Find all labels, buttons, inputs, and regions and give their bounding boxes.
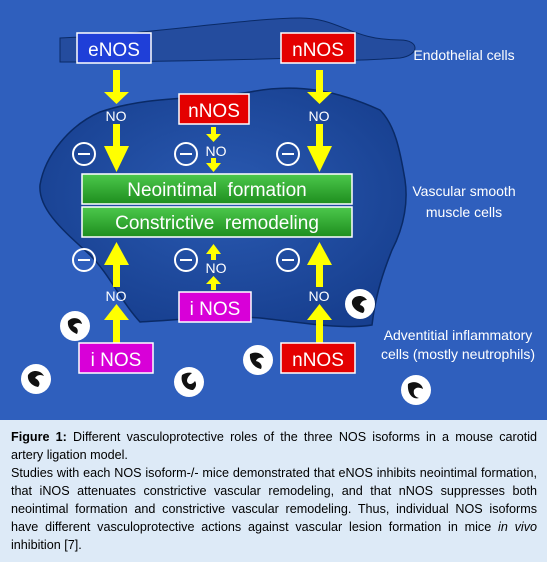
inhibit-icon <box>174 248 198 272</box>
caption-italic: in vivo <box>498 520 538 534</box>
adventitial-label-2: cells (mostly neutrophils) <box>381 346 535 362</box>
endothelial-label: Endothelial cells <box>413 47 514 63</box>
constrictive-label: Constrictive remodeling <box>115 213 319 234</box>
inos-bottom-left-box: i NOS <box>78 342 154 374</box>
constrictive-bar: Constrictive remodeling <box>81 206 353 238</box>
inos-center-label: i NOS <box>190 299 241 320</box>
figure-caption: Figure 1: Different vasculoprotective ro… <box>11 428 537 554</box>
inhibit-icon <box>276 248 300 272</box>
nnos-center-label: nNOS <box>188 101 240 122</box>
nnos-top-label: nNOS <box>292 40 344 61</box>
enos-top-box: eNOS <box>76 32 152 64</box>
enos-top-label: eNOS <box>88 40 140 61</box>
no-label: NO <box>206 260 227 276</box>
no-label: NO <box>106 288 127 304</box>
no-label: NO <box>206 143 227 159</box>
smooth-muscle-label-2: muscle cells <box>426 204 502 220</box>
neutrophil-icon <box>174 367 204 397</box>
inhibit-icon <box>174 142 198 166</box>
caption-title: Different vasculoprotective roles of the… <box>11 430 537 462</box>
smooth-muscle-label-1: Vascular smooth <box>412 183 515 199</box>
no-labels: NO NO NO NO NO NO <box>106 108 330 304</box>
caption-label: Figure 1: <box>11 430 67 444</box>
inos-center-box: i NOS <box>178 291 252 323</box>
inos-bottom-left-label: i NOS <box>91 350 142 371</box>
nnos-center-box: nNOS <box>178 93 250 125</box>
nnos-bottom-right-box: nNOS <box>280 342 356 374</box>
neointimal-bar: Neointimal formation <box>81 173 353 205</box>
neutrophil-icon <box>21 364 51 394</box>
arrows <box>104 70 332 344</box>
neutrophil-icon <box>345 289 375 319</box>
no-label: NO <box>106 108 127 124</box>
neutrophils <box>21 289 431 405</box>
nnos-bottom-right-label: nNOS <box>292 350 344 371</box>
nnos-top-box: nNOS <box>280 32 356 64</box>
inhibit-icon <box>72 248 96 272</box>
diagram: eNOS nNOS nNOS NO NO NO NO NO NO Neointi… <box>21 17 535 405</box>
adventitial-label-1: Adventitial inflammatory <box>384 327 533 343</box>
caption-body: Studies with each NOS isoform-/- mice de… <box>11 466 537 534</box>
inhibit-icon <box>276 142 300 166</box>
side-labels: Endothelial cells Vascular smooth muscle… <box>381 47 535 362</box>
neointimal-label: Neointimal formation <box>127 180 307 201</box>
neutrophil-icon <box>60 311 90 341</box>
caption-box: Figure 1: Different vasculoprotective ro… <box>0 420 547 562</box>
no-label: NO <box>309 108 330 124</box>
inhibit-icon <box>72 142 96 166</box>
neutrophil-icon <box>401 375 431 405</box>
neutrophil-icon <box>243 345 273 375</box>
caption-end: inhibition [7]. <box>11 538 82 552</box>
inhibit-symbols <box>72 142 300 272</box>
no-label: NO <box>309 288 330 304</box>
